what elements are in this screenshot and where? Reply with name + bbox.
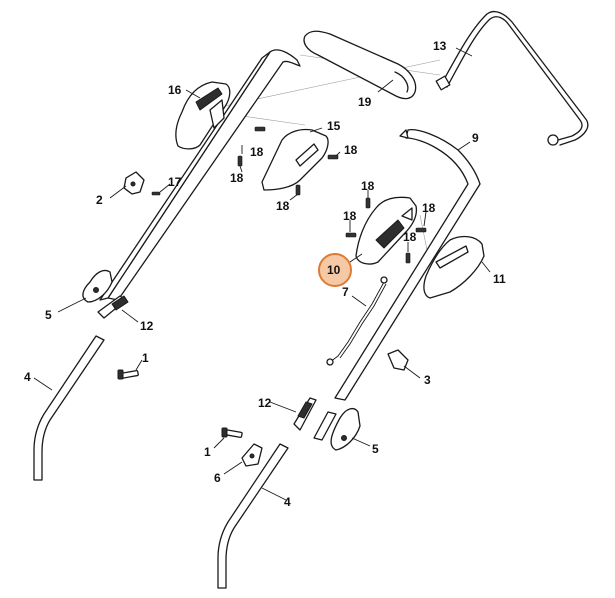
screws-left: [237, 126, 339, 196]
callout-18-d: 18: [276, 199, 290, 213]
callout-16: 16: [168, 83, 182, 97]
clamp-lever-left: [82, 269, 113, 303]
highlight-circle-10: [318, 253, 352, 287]
callout-2: 2: [96, 193, 103, 207]
clamp-nut-6: [241, 443, 263, 467]
callout-1-a: 1: [142, 351, 149, 365]
callout-10: 10: [327, 263, 341, 277]
callout-5-b: 5: [372, 442, 379, 456]
left-upper-tube: [99, 49, 301, 301]
callout-9: 9: [472, 131, 479, 145]
bolt-1-left: [117, 369, 139, 380]
callout-4-b: 4: [284, 495, 291, 509]
callout-18-c: 18: [230, 171, 244, 185]
callout-4-a: 4: [24, 370, 31, 384]
left-control-housing: [175, 81, 231, 150]
clamp-lever-right: [330, 407, 361, 451]
control-cable: [326, 276, 388, 366]
lower-tube-right: [217, 443, 289, 589]
callout-18-b: 18: [344, 143, 358, 157]
callout-12-a: 12: [140, 319, 154, 333]
bolt-1-right: [221, 427, 243, 439]
callout-18-f: 18: [422, 201, 436, 215]
screw-17: [151, 191, 161, 196]
callout-7: 7: [342, 285, 349, 299]
callout-1-b: 1: [204, 445, 211, 459]
lower-tube-left: [33, 335, 105, 481]
left-cover: [261, 128, 329, 191]
callout-18-h: 18: [403, 230, 417, 244]
leader-10: [349, 253, 363, 263]
right-upper-tube: [334, 129, 481, 401]
callout-6: 6: [214, 471, 221, 485]
upper-bail-bar: [435, 10, 589, 146]
callout-19: 19: [358, 95, 372, 109]
screws-right: [345, 197, 427, 264]
callout-18-g: 18: [343, 209, 357, 223]
top-grip-bar: [303, 30, 417, 100]
lower-tube-right-upper: [313, 411, 337, 441]
clamp-block-right: [293, 397, 317, 431]
callout-11: 11: [493, 272, 506, 286]
callout-12-b: 12: [258, 396, 272, 410]
callout-17: 17: [168, 175, 182, 189]
callout-18-a: 18: [250, 145, 264, 159]
callout-5-a: 5: [45, 308, 52, 322]
small-clip-2: [123, 171, 145, 195]
callout-3: 3: [424, 373, 431, 387]
leader-lines: [33, 47, 491, 501]
clamp-block-left: [97, 295, 129, 319]
callout-18-e: 18: [361, 179, 375, 193]
right-cover: [423, 235, 485, 299]
callout-15: 15: [327, 119, 341, 133]
small-clip-3: [387, 349, 409, 371]
right-control-housing: [355, 196, 418, 265]
callout-labels: 13 19 16 15 18 18 18 18 9 18 18 18 18 17…: [24, 39, 506, 509]
callout-13: 13: [433, 39, 447, 53]
